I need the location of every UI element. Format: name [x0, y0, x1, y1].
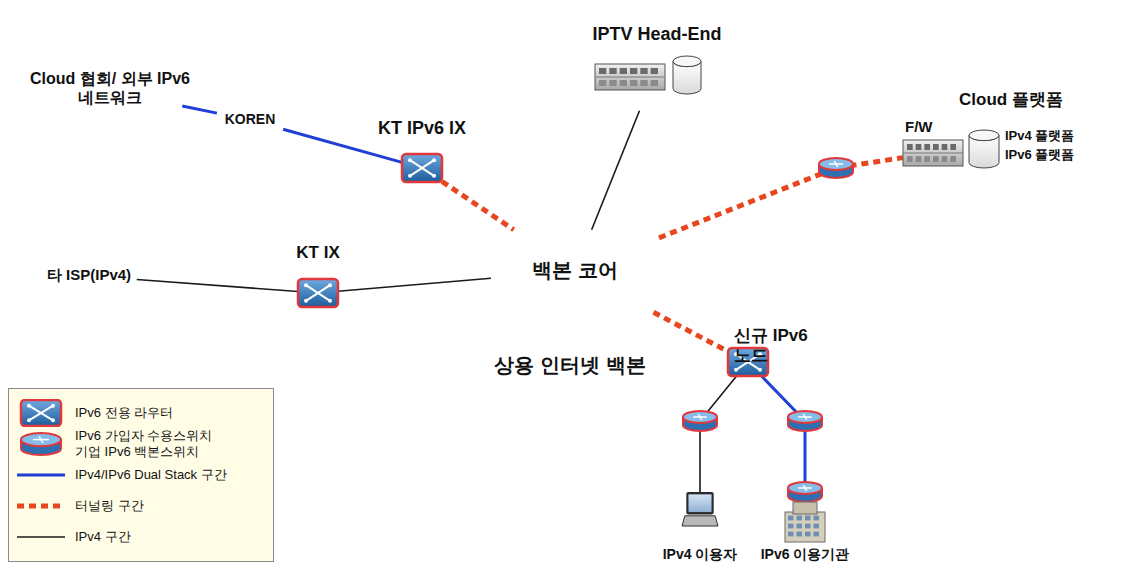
node-label: IPv6 플랫폼: [1005, 147, 1074, 163]
legend-label: IPv6 전용 라우터: [75, 405, 173, 421]
text-slot: KT IX: [296, 243, 339, 263]
legend-sample: [15, 492, 67, 520]
external-cloud: Cloud 협회/ 외부 IPv6 네트워크: [8, 42, 213, 140]
legend-row: IPv6 가입자 수용스위치 기업 IPv6 백본스위치: [15, 428, 267, 459]
network-link: [137, 280, 298, 292]
node-label: KOREN: [225, 111, 276, 128]
node-label: 상용 인터넷 백본: [494, 353, 645, 377]
ipv4-user: IPv4 이용자: [640, 480, 760, 566]
network-link: [762, 376, 805, 502]
isp-cloud: 타 ISP(IPv4): [22, 240, 157, 312]
ix-router: KT IX: [283, 243, 353, 309]
rack-icon: [595, 64, 665, 90]
text-slot: KOREN: [225, 111, 276, 128]
node-label: IPv4 이용자: [663, 546, 738, 563]
koren-cloud: KOREN: [203, 92, 298, 148]
text-slot: 백본 코어: [532, 258, 618, 282]
node-label: Cloud 협회/ 외부 IPv6 네트워크: [30, 69, 190, 107]
text-slot: Cloud 협회/ 외부 IPv6 네트워크: [30, 69, 190, 107]
node-label: KT IPv6 IX: [378, 118, 466, 140]
text-slot: IPv6 이용기관: [761, 546, 850, 563]
legend-row: IPv6 전용 라우터: [15, 397, 267, 428]
legend-label: IPv4/IPv6 Dual Stack 구간: [75, 467, 227, 483]
node-label: 타 ISP(IPv4): [47, 266, 131, 284]
laptop-icon: [682, 492, 718, 526]
text-slot: IPv4 이용자: [663, 546, 738, 563]
legend-label: 터널링 구간: [75, 498, 144, 514]
text-slot: IPv6 플랫폼: [1005, 147, 1074, 163]
cloud-shape: [545, 2, 770, 130]
iptv-cloud: IPTV Head-End: [545, 2, 770, 130]
cloud-platform: Cloud 플랫폼 F/W IPv4 플랫폼 IPv6 플랫폼: [883, 76, 1123, 192]
router-icon: [402, 154, 442, 182]
ipv6-ix-router: KT IPv6 IX: [372, 118, 472, 188]
rack-icon: [903, 140, 963, 166]
db-icon: [969, 130, 999, 168]
network-link: [659, 158, 903, 238]
legend-sample: [15, 461, 67, 489]
node-label: IPTV Head-End: [592, 24, 721, 46]
new-ipv6-node: 신규 IPv6 노드: [728, 326, 868, 386]
node-icons: [545, 2, 770, 130]
text-slot: KT IPv6 IX: [378, 118, 466, 140]
router-icon: [298, 279, 338, 307]
router-icon: [21, 400, 61, 426]
text-slot: Cloud 플랫폼: [959, 90, 1063, 110]
node-label: Cloud 플랫폼: [959, 90, 1063, 110]
legend-sample: [15, 430, 67, 458]
text-slot: 타 ISP(IPv4): [47, 266, 131, 284]
network-link: [338, 278, 491, 291]
legend-box: IPv6 전용 라우터 IPv6 가입자 수용스위치 기업 IPv6 백본스위치 I…: [8, 388, 274, 562]
node-label: F/W: [905, 118, 933, 136]
db-icon: [673, 56, 701, 94]
legend-row: IPv4 구간: [15, 521, 267, 552]
switch-icon: [683, 411, 717, 431]
legend-sample: [15, 523, 67, 551]
network-link: [700, 376, 737, 492]
switch-icon: [21, 433, 61, 455]
network-link: [592, 111, 640, 230]
switch-icon: [788, 482, 822, 502]
text-slot: F/W: [905, 118, 933, 136]
core-cloud: 백본 코어: [455, 212, 695, 330]
text-slot: 상용 인터넷 백본: [494, 353, 645, 377]
network-link: [182, 106, 217, 113]
legend-sample: [15, 399, 67, 427]
legend-label: IPv4 구간: [75, 529, 131, 545]
switch-icon: [819, 158, 853, 178]
building-icon: [785, 502, 825, 542]
node-label: IPv6 이용기관: [761, 546, 850, 563]
text-slot: IPTV Head-End: [592, 24, 721, 46]
legend-row: IPv4/IPv6 Dual Stack 구간: [15, 459, 267, 490]
node-label: IPv4 플랫폼: [1005, 128, 1074, 144]
ipv6-organization: IPv6 이용기관: [745, 478, 870, 566]
network-link: [442, 181, 514, 229]
legend-row: 터널링 구간: [15, 490, 267, 521]
legend-label: IPv6 가입자 수용스위치 기업 IPv6 백본스위치: [75, 428, 225, 459]
text-slot: 신규 IPv6 노드: [734, 326, 818, 367]
backbone-cloud: 상용 인터넷 백본 KT IPv6 IX KT IX 백본 코어신규 IPv6 노드: [185, 95, 885, 460]
switch-icon: [788, 411, 822, 431]
text-slot: IPv4 플랫폼: [1005, 128, 1074, 144]
node-label: 신규 IPv6 노드: [734, 326, 818, 367]
network-link: [654, 312, 728, 351]
node-label: KT IX: [296, 243, 339, 263]
node-label: 백본 코어: [532, 258, 618, 282]
